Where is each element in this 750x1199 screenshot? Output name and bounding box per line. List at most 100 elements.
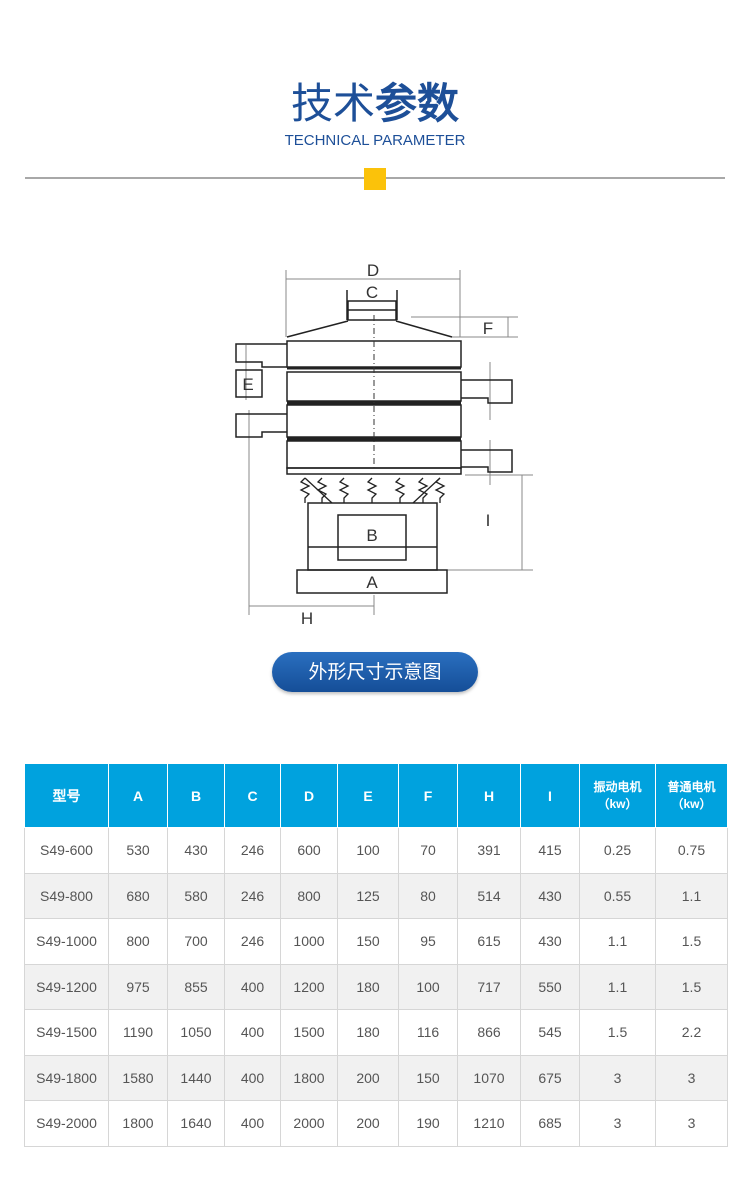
table-cell: 116 — [398, 1009, 458, 1056]
table-cell: 180 — [337, 1009, 399, 1056]
table-cell: 700 — [167, 918, 225, 965]
header-unit: （kw） — [597, 796, 638, 811]
label-h: H — [301, 609, 313, 628]
table-cell: 1500 — [280, 1009, 338, 1056]
column-header: D — [280, 763, 338, 828]
table-cell: 1640 — [167, 1100, 225, 1147]
label-a: A — [366, 573, 378, 592]
table-cell: 615 — [457, 918, 521, 965]
table-cell: S49-1000 — [24, 918, 109, 965]
table-cell: 3 — [579, 1054, 656, 1101]
table-cell: 1050 — [167, 1009, 225, 1056]
table-cell: 866 — [457, 1009, 521, 1056]
table-cell: 100 — [337, 827, 399, 874]
table-cell: 415 — [520, 827, 580, 874]
table-cell: S49-1200 — [24, 963, 109, 1010]
table-cell: 800 — [108, 918, 168, 965]
table-cell: 1070 — [457, 1054, 521, 1101]
table-cell: 95 — [398, 918, 458, 965]
column-header-motor1: 振动电机（kw） — [579, 763, 656, 828]
table-cell: 400 — [224, 1054, 281, 1101]
table-cell: 600 — [280, 827, 338, 874]
table-cell: 3 — [655, 1100, 728, 1147]
table-cell: 200 — [337, 1054, 399, 1101]
label-c: C — [366, 283, 378, 302]
table-cell: 975 — [108, 963, 168, 1010]
table-cell: 800 — [280, 872, 338, 919]
table-cell: 675 — [520, 1054, 580, 1101]
table-cell: S49-600 — [24, 827, 109, 874]
table-cell: 1800 — [108, 1100, 168, 1147]
column-header: 型号 — [24, 763, 109, 828]
table-cell: 1000 — [280, 918, 338, 965]
table-cell: 1.5 — [579, 1009, 656, 1056]
table-cell: 0.75 — [655, 827, 728, 874]
table-cell: S49-1800 — [24, 1054, 109, 1101]
table-cell: 180 — [337, 963, 399, 1010]
table-cell: 80 — [398, 872, 458, 919]
column-header: B — [167, 763, 225, 828]
table-cell: 70 — [398, 827, 458, 874]
column-header: I — [520, 763, 580, 828]
table-cell: 1.1 — [579, 963, 656, 1010]
section-title: 技术参数 — [0, 78, 750, 130]
section-subtitle: TECHNICAL PARAMETER — [284, 132, 466, 149]
table-cell: S49-2000 — [24, 1100, 109, 1147]
table-cell: 1.5 — [655, 918, 728, 965]
table-cell: 1.5 — [655, 963, 728, 1010]
table-cell: 1190 — [108, 1009, 168, 1056]
table-cell: 190 — [398, 1100, 458, 1147]
table-cell: 855 — [167, 963, 225, 1010]
table-cell: 430 — [520, 872, 580, 919]
table-cell: 125 — [337, 872, 399, 919]
table-cell: 400 — [224, 1100, 281, 1147]
table-cell: 1.1 — [655, 872, 728, 919]
label-f: F — [483, 319, 493, 338]
table-cell: 400 — [224, 963, 281, 1010]
table-cell: 430 — [520, 918, 580, 965]
header-line: 普通电机 — [667, 779, 716, 794]
table-cell: 3 — [655, 1054, 728, 1101]
column-header: C — [224, 763, 281, 828]
column-header: A — [108, 763, 168, 828]
table-cell: 1.1 — [579, 918, 656, 965]
column-header-motor2: 普通电机 （kw） — [655, 763, 728, 828]
table-cell: 545 — [520, 1009, 580, 1056]
divider-accent — [364, 168, 386, 190]
table-cell: 685 — [520, 1100, 580, 1147]
header-unit: （kw） — [671, 796, 712, 811]
table-cell: 200 — [337, 1100, 399, 1147]
column-header: E — [337, 763, 399, 828]
table-cell: 717 — [457, 963, 521, 1010]
table-cell: 150 — [398, 1054, 458, 1101]
table-cell: 550 — [520, 963, 580, 1010]
table-cell: S49-1500 — [24, 1009, 109, 1056]
column-header: F — [398, 763, 458, 828]
title-light: 技术 — [290, 79, 375, 128]
table-cell: 2.2 — [655, 1009, 728, 1056]
table-cell: 580 — [167, 872, 225, 919]
label-d: D — [367, 261, 379, 280]
table-cell: 530 — [108, 827, 168, 874]
table-cell: 246 — [224, 918, 281, 965]
table-cell: 1200 — [280, 963, 338, 1010]
diagram-caption-button: 外形尺寸示意图 — [272, 652, 478, 692]
table-cell: 3 — [579, 1100, 656, 1147]
dimension-diagram: D C F E B A I H — [235, 261, 533, 628]
table-cell: 0.55 — [579, 872, 656, 919]
table-cell: 680 — [108, 872, 168, 919]
table-cell: 1800 — [280, 1054, 338, 1101]
table-cell: 100 — [398, 963, 458, 1010]
table-cell: 430 — [167, 827, 225, 874]
label-b: B — [366, 526, 377, 545]
title-bold: 参数 — [375, 79, 460, 128]
